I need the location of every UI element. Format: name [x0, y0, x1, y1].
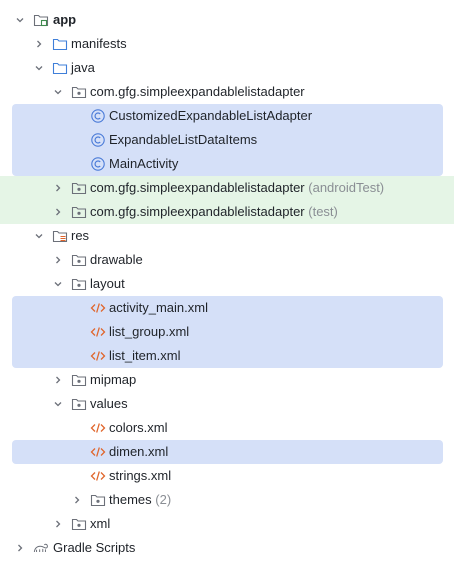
tree-item-manifests[interactable]: manifests — [0, 32, 454, 56]
xml-file-icon — [90, 464, 106, 488]
source-set-label: (androidTest) — [308, 180, 385, 195]
xml-file-icon — [90, 440, 106, 464]
tree-item-label: mipmap — [90, 372, 137, 387]
xml-file-icon — [90, 344, 106, 368]
chevron-right-icon[interactable] — [50, 200, 66, 224]
chevron-right-icon[interactable] — [50, 248, 66, 272]
package-icon — [71, 80, 87, 104]
package-icon — [71, 200, 87, 224]
chevron-right-icon[interactable] — [12, 536, 28, 560]
tree-item-class-data-items[interactable]: ExpandableListDataItems — [12, 128, 443, 152]
tree-item-class-customized-adapter[interactable]: CustomizedExpandableListAdapter — [12, 104, 443, 128]
tree-item-res[interactable]: res — [0, 224, 454, 248]
tree-item-package-test[interactable]: com.gfg.simpleexpandablelistadapter (tes… — [0, 200, 454, 224]
tree-item-xml[interactable]: xml — [0, 512, 454, 536]
tree-item-label: com.gfg.simpleexpandablelistadapter — [90, 84, 305, 99]
tree-item-label: themes (2) — [109, 492, 172, 507]
chevron-down-icon[interactable] — [50, 80, 66, 104]
folder-icon — [52, 56, 68, 80]
tree-item-label: java — [71, 60, 95, 75]
chevron-down-icon[interactable] — [12, 8, 28, 32]
class-icon — [90, 104, 106, 128]
chevron-right-icon[interactable] — [50, 512, 66, 536]
tree-item-package[interactable]: com.gfg.simpleexpandablelistadapter — [0, 80, 454, 104]
tree-item-label: ExpandableListDataItems — [109, 132, 258, 147]
tree-item-label: activity_main.xml — [109, 300, 208, 315]
tree-item-java[interactable]: java — [0, 56, 454, 80]
tree-item-layout[interactable]: layout — [0, 272, 454, 296]
package-icon — [71, 176, 87, 200]
module-folder-icon — [33, 8, 49, 32]
xml-file-icon — [90, 416, 106, 440]
tree-item-label: CustomizedExpandableListAdapter — [109, 108, 313, 123]
item-count: (2) — [155, 492, 172, 507]
class-icon — [90, 152, 106, 176]
tree-item-label: drawable — [90, 252, 143, 267]
tree-item-drawable[interactable]: drawable — [0, 248, 454, 272]
chevron-down-icon[interactable] — [50, 272, 66, 296]
package-icon — [71, 248, 87, 272]
tree-item-label: xml — [90, 516, 111, 531]
tree-item-label: layout — [90, 276, 125, 291]
tree-item-label: Gradle Scripts — [53, 540, 136, 555]
chevron-down-icon[interactable] — [50, 392, 66, 416]
chevron-right-icon[interactable] — [69, 488, 85, 512]
gradle-icon — [33, 536, 49, 560]
xml-file-icon — [90, 320, 106, 344]
tree-item-label: strings.xml — [109, 468, 172, 483]
tree-item-file-list-item[interactable]: list_item.xml — [12, 344, 443, 368]
tree-item-app[interactable]: app — [0, 8, 454, 32]
tree-item-label: values — [90, 396, 128, 411]
tree-item-file-list-group[interactable]: list_group.xml — [12, 320, 443, 344]
tree-item-label: com.gfg.simpleexpandablelistadapter (tes… — [90, 204, 338, 219]
tree-item-package-android-test[interactable]: com.gfg.simpleexpandablelistadapter (and… — [0, 176, 454, 200]
tree-item-values[interactable]: values — [0, 392, 454, 416]
tree-item-label: list_group.xml — [109, 324, 190, 339]
tree-item-label: manifests — [71, 36, 127, 51]
tree-item-label: res — [71, 228, 90, 243]
source-set-label: (test) — [308, 204, 338, 219]
chevron-down-icon[interactable] — [31, 56, 47, 80]
resources-folder-icon — [52, 224, 68, 248]
tree-item-class-main-activity[interactable]: MainActivity — [12, 152, 443, 176]
tree-item-file-activity-main[interactable]: activity_main.xml — [12, 296, 443, 320]
package-icon — [71, 392, 87, 416]
folder-icon — [52, 32, 68, 56]
project-tree: app manifests java com.gfg.simpleexpanda… — [0, 8, 454, 560]
tree-item-mipmap[interactable]: mipmap — [0, 368, 454, 392]
chevron-right-icon[interactable] — [50, 368, 66, 392]
package-icon — [71, 512, 87, 536]
tree-item-label: colors.xml — [109, 420, 168, 435]
tree-item-file-strings[interactable]: strings.xml — [0, 464, 454, 488]
tree-item-file-colors[interactable]: colors.xml — [0, 416, 454, 440]
package-icon — [90, 488, 106, 512]
tree-item-label: list_item.xml — [109, 348, 181, 363]
chevron-right-icon[interactable] — [31, 32, 47, 56]
tree-item-label: dimen.xml — [109, 444, 169, 459]
tree-item-file-dimen[interactable]: dimen.xml — [12, 440, 443, 464]
xml-file-icon — [90, 296, 106, 320]
package-icon — [71, 368, 87, 392]
package-icon — [71, 272, 87, 296]
tree-item-label: app — [53, 12, 77, 27]
class-icon — [90, 128, 106, 152]
tree-item-themes[interactable]: themes (2) — [0, 488, 454, 512]
tree-item-label: com.gfg.simpleexpandablelistadapter (and… — [90, 180, 385, 195]
chevron-down-icon[interactable] — [31, 224, 47, 248]
chevron-right-icon[interactable] — [50, 176, 66, 200]
tree-item-label: MainActivity — [109, 156, 179, 171]
tree-item-gradle-scripts[interactable]: Gradle Scripts — [0, 536, 454, 560]
